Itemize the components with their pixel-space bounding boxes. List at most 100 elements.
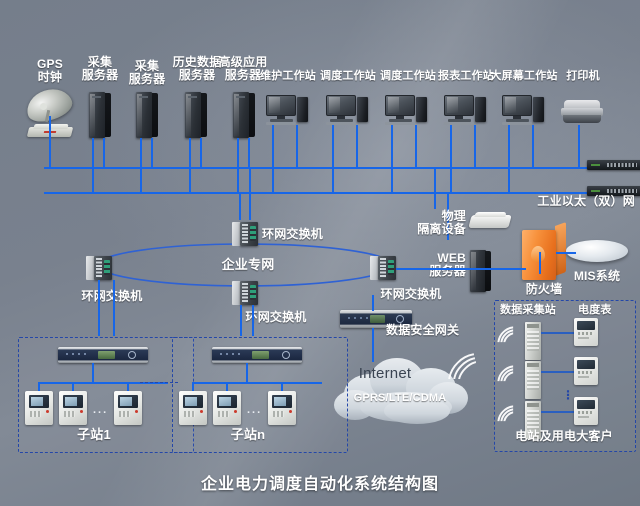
satellite-dish-icon: [22, 83, 76, 128]
link-gps-box: [49, 138, 51, 168]
wifi-signal-icon-1: [491, 359, 531, 399]
collection-cabinet-icon-1: [525, 361, 541, 399]
link-server-0a: [92, 138, 94, 193]
tower-server-icon-3: [233, 92, 255, 138]
wifi-signal-icon-link: [440, 345, 498, 403]
ring-switch-top-label: 环网交换机: [262, 227, 324, 241]
link-bus-to-ring-top-a: [239, 192, 241, 220]
substation-unit-icon-1: [212, 347, 302, 363]
link-sub1-t2: [127, 382, 129, 392]
ring-switch-bottom-icon: [232, 281, 258, 305]
substation-unit-icon-0: [58, 347, 148, 363]
link-ring-left-down-b: [113, 280, 115, 336]
firewall-label: 防火墙: [525, 282, 563, 296]
link-ws-0b: [296, 125, 298, 168]
device-label-4: 维护工作站: [260, 70, 316, 82]
private-network-label: 企业专网: [221, 257, 275, 272]
link-station-meter-1: [541, 371, 574, 373]
substation-n-label: 子站n: [230, 427, 266, 442]
link-ring-left-down-a: [98, 280, 100, 336]
terminal-meter-icon-s1-1: [59, 391, 87, 425]
link-station-meter-2: [541, 411, 574, 413]
substation-1-label: 子站1: [77, 427, 111, 442]
link-ring-to-gateway: [372, 295, 374, 311]
energy-meter-icon-1: [574, 357, 598, 385]
wifi-signal-icon-2: [491, 399, 531, 439]
link-ws-1a: [332, 125, 334, 193]
substation-n-bus: [192, 382, 322, 384]
remote-zone-header-left: 数据采集站: [500, 304, 556, 316]
workstation-icon-2: [385, 95, 431, 127]
link-ring-bottom-down-b: [252, 305, 254, 336]
wifi-signal-icon-0: [491, 320, 531, 360]
link-sub1-unit-down: [92, 363, 94, 383]
device-label-5: 调度工作站: [320, 70, 376, 82]
rack-switch-icon-1: [587, 186, 640, 198]
substation-n-ellipsis: ...: [247, 404, 263, 416]
substation-link-dashed: [140, 382, 178, 383]
link-ws-4b: [532, 125, 534, 168]
rack-switch-icon-0: [587, 160, 640, 172]
isolation-device-label: 物理 隔离设备: [417, 209, 466, 237]
device-label-7: 报表工作站: [438, 70, 494, 82]
device-label-8: 大屏幕工作站: [490, 70, 558, 82]
web-server-icon: [470, 250, 492, 292]
internet-sublabel: GPRS/LTE/CDMA: [353, 392, 447, 404]
remote-zone-boundary: [494, 300, 636, 452]
link-server-2a: [189, 138, 191, 193]
workstation-icon-3: [444, 95, 490, 127]
link-bus-to-isolation-b: [447, 192, 449, 240]
link-bus-to-ring-top-b: [249, 167, 251, 220]
tower-server-icon-0: [89, 92, 111, 138]
link-ws-1b: [356, 125, 358, 168]
link-server-3a: [237, 138, 239, 193]
energy-meter-icon-2: [574, 397, 598, 425]
substation-n-boundary: [172, 337, 348, 453]
ring-switch-top-icon: [232, 222, 258, 246]
ring-switch-right-icon: [370, 256, 396, 280]
page-title: 企业电力调度自动化系统结构图: [200, 476, 440, 493]
terminal-meter-icon-s1-2: [114, 391, 142, 425]
device-label-3: 高级应用 服务器: [218, 55, 268, 83]
link-firewall-riser: [539, 252, 541, 274]
link-server-0b: [103, 138, 105, 168]
device-label-1: 采集 服务器: [128, 59, 166, 87]
link-ws-3a: [450, 125, 452, 193]
ring-switch-right-label: 环网交换机: [380, 287, 442, 301]
link-sub1-t1: [72, 382, 74, 392]
ring-switch-left-icon: [86, 256, 112, 280]
ring-switch-bottom-label: 环网交换机: [245, 310, 307, 324]
ring-switch-left-label: 环网交换机: [81, 289, 143, 303]
link-firewall-to-mis: [556, 252, 576, 254]
remote-zone-header-right: 电度表: [578, 304, 612, 316]
terminal-meter-icon-sn-1: [213, 391, 241, 425]
remote-zone-footer-label: 电站及用电大客户: [515, 429, 613, 443]
link-web-to-firewall: [482, 268, 526, 270]
device-label-2: 历史数据 服务器: [172, 55, 222, 83]
workstation-icon-1: [326, 95, 372, 127]
link-subn-t0: [192, 382, 194, 392]
link-subn-t1: [226, 382, 228, 392]
tower-server-icon-2: [185, 92, 207, 138]
remote-zone-vertical-ellipsis: ⋮: [562, 388, 574, 402]
link-server-2b: [200, 138, 202, 168]
energy-meter-icon-0: [574, 318, 598, 346]
link-ws-2a: [391, 125, 393, 193]
backbone-bus-b: [44, 192, 599, 194]
link-ringright-to-web: [396, 268, 482, 270]
collection-cabinet-icon-2: [525, 401, 541, 439]
link-ring-bottom-down-a: [240, 305, 242, 336]
link-server-1b: [151, 138, 153, 168]
link-ws-4a: [508, 125, 510, 193]
link-printer: [578, 125, 580, 168]
gps-clock-label: GPS 时钟: [37, 57, 63, 85]
industrial-ethernet-label: 工业以太（双）网: [537, 194, 635, 208]
cloud-icon: [330, 352, 480, 430]
device-label-0: 采集 服务器: [81, 55, 119, 83]
web-server-label: WEB 服务器: [429, 251, 466, 279]
tower-server-icon-1: [136, 92, 158, 138]
workstation-icon-4: [502, 95, 548, 127]
terminal-meter-icon-sn-0: [179, 391, 207, 425]
isolation-device-icon: [468, 212, 512, 232]
